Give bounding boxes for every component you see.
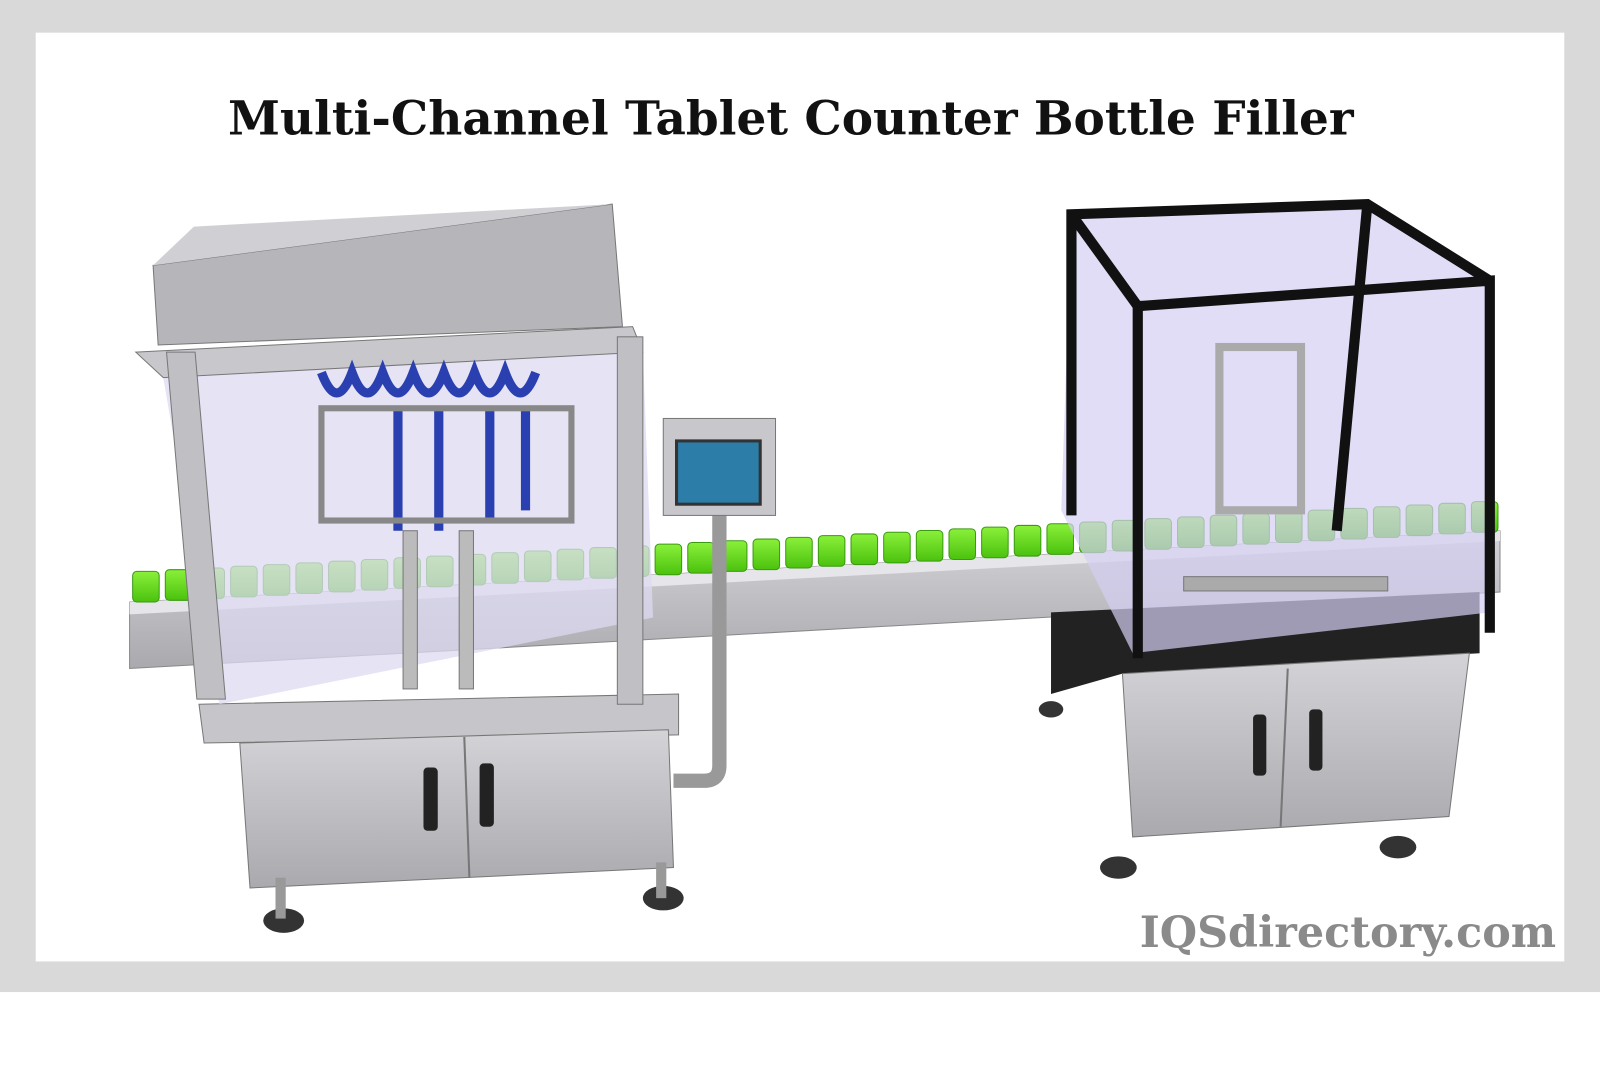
bottle [817,535,846,567]
filling-hoses [317,359,541,531]
bottle [915,530,944,562]
bottle [1013,524,1042,557]
page-title: Multi-Channel Tablet Counter Bottle Fill… [228,92,1355,147]
bottle [654,543,683,576]
bottle [981,526,1009,559]
control-panel [662,417,777,788]
door-handle-icon [1309,709,1323,771]
bottle [785,536,813,569]
door-handle-icon [479,763,494,827]
bottle [948,528,977,560]
bottle [752,538,781,571]
door-handle-icon [1253,714,1267,776]
capping-machine [1038,198,1495,879]
bottle [132,570,160,603]
bottle [687,541,715,574]
bottle [883,531,911,564]
bottle [850,533,879,566]
touchscreen [675,439,762,506]
watermark: IQSdirectory.com [1140,908,1556,958]
filler-machine [134,203,684,933]
bottle [1046,523,1074,555]
door-handle-icon [423,767,438,831]
